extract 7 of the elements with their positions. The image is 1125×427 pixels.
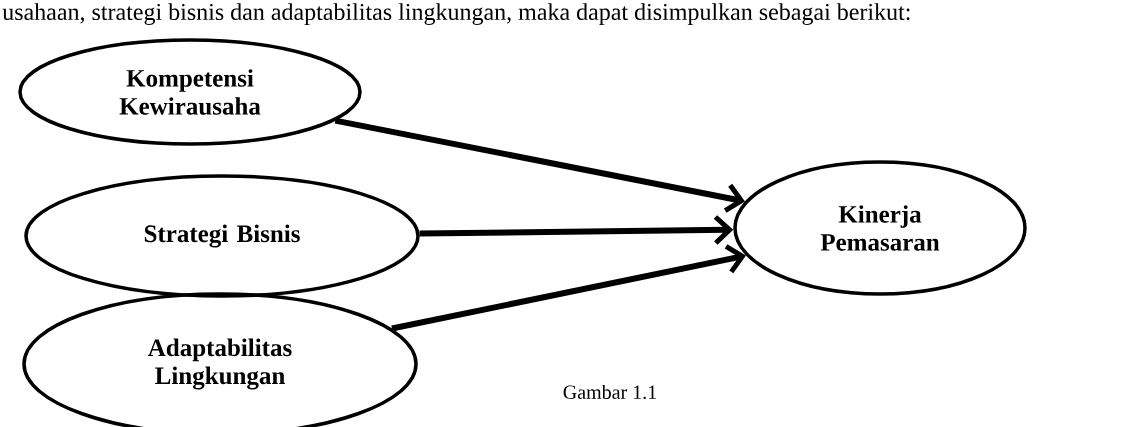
figure-caption: Gambar 1.1: [563, 384, 656, 400]
arrow: [419, 215, 734, 245]
ellipse-node: Kinerja Pemasaran: [733, 160, 1027, 296]
arrow: [334, 117, 746, 213]
ellipse-node: Kompetensi Kewirausaha: [18, 38, 362, 146]
ellipse-node: Strategi Bisnis: [24, 174, 420, 298]
arrow: [391, 244, 746, 332]
